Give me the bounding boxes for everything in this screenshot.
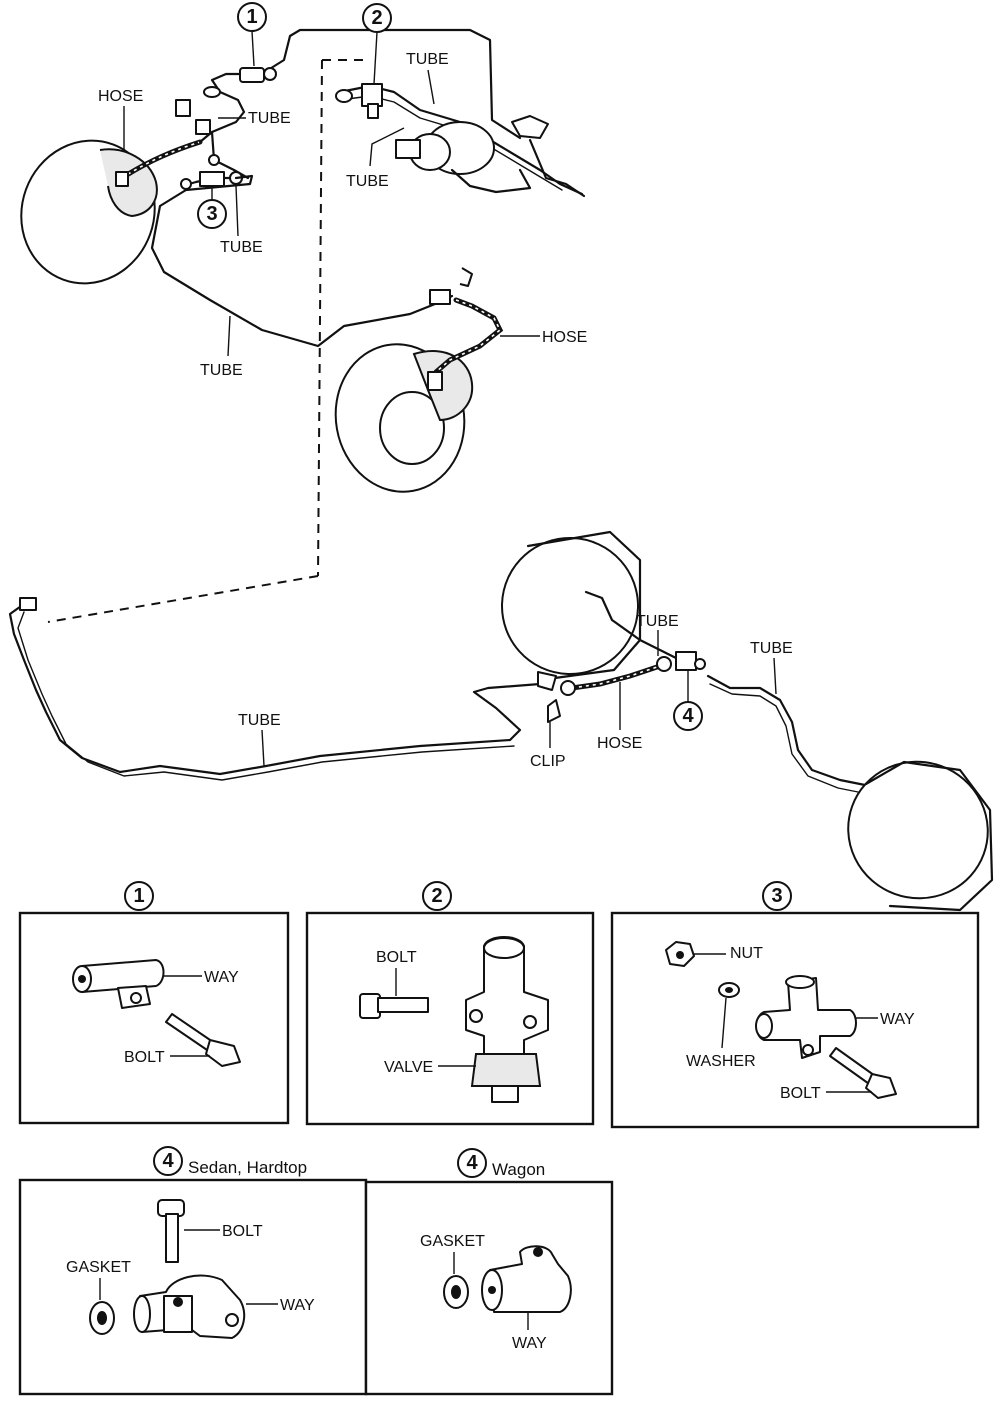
front-left-hose xyxy=(115,139,203,187)
rear-hose xyxy=(560,656,672,696)
way-part-3 xyxy=(755,975,857,1059)
bolt-part-3 xyxy=(829,1047,897,1099)
bolt-part-2 xyxy=(359,993,429,1019)
p4a-label-gasket: GASKET xyxy=(66,1259,131,1276)
p4b-label-gasket: GASKET xyxy=(420,1233,485,1250)
way-part-4b xyxy=(481,1245,572,1313)
p3-label-bolt: BOLT xyxy=(780,1085,821,1102)
p3-label-nut: NUT xyxy=(730,945,763,962)
diagram-labels: HOSE TUBE TUBE TUBE TUBE HOSE TUBE TUBE … xyxy=(98,51,793,770)
p3-label-way: WAY xyxy=(880,1011,915,1028)
p4a-label-bolt: BOLT xyxy=(222,1223,263,1240)
svg-text:2: 2 xyxy=(431,885,442,907)
svg-text:3: 3 xyxy=(206,203,217,225)
way-part-4a xyxy=(133,1274,246,1339)
label-tube-way-3: TUBE xyxy=(220,239,263,256)
p1-label-bolt: BOLT xyxy=(124,1049,165,1066)
way-part-1 xyxy=(72,959,165,1009)
tube-rear-left-drum xyxy=(584,590,682,662)
svg-text:4: 4 xyxy=(466,1152,478,1174)
label-tube-rear-long: TUBE xyxy=(238,712,281,729)
label-hose-front-right: HOSE xyxy=(542,329,587,346)
p2-label-valve: VALVE xyxy=(384,1059,433,1076)
callout-3: 3 xyxy=(197,186,227,229)
svg-text:3: 3 xyxy=(771,885,782,907)
detail-panel-4-sedan-hardtop: 4 Sedan, Hardtop BOLT GASKET WAY xyxy=(18,1146,368,1396)
label-hose-rear: HOSE xyxy=(597,735,642,752)
gasket-part-4a xyxy=(89,1301,115,1335)
svg-text:1: 1 xyxy=(133,885,144,907)
callout-4: 4 xyxy=(673,670,703,731)
washer-part xyxy=(718,982,740,998)
label-tube-rear-left: TUBE xyxy=(636,613,679,630)
p4b-title: Wagon xyxy=(492,1160,545,1179)
callout-2: 2 xyxy=(362,3,392,85)
front-left-disc-brake xyxy=(20,139,158,285)
label-tube-upper-left: TUBE xyxy=(248,110,291,127)
p4a-title: Sedan, Hardtop xyxy=(188,1158,307,1177)
svg-text:1: 1 xyxy=(246,6,257,28)
label-tube-front-right: TUBE xyxy=(200,362,243,379)
valve-part xyxy=(465,936,549,1103)
bolt-part-1 xyxy=(165,1013,241,1067)
bolt-part-4a xyxy=(157,1199,185,1263)
tube-to-front-right xyxy=(150,174,454,348)
label-hose-front-left: HOSE xyxy=(98,88,143,105)
callout-1: 1 xyxy=(237,2,267,67)
rear-tube-end-fitting xyxy=(19,597,37,611)
gasket-part-4b xyxy=(443,1275,469,1309)
front-right-hose xyxy=(427,267,504,391)
label-clip: CLIP xyxy=(530,753,566,770)
p4a-label-way: WAY xyxy=(280,1297,315,1314)
detail-panel-1: 1 WAY BOLT xyxy=(18,881,290,1125)
label-tube-under-master: TUBE xyxy=(346,173,389,190)
tube-rear-long xyxy=(8,602,542,776)
detail-panel-3: 3 NUT WASHER WAY BOLT xyxy=(610,881,980,1129)
dashed-reference-lines xyxy=(47,59,366,623)
clip xyxy=(537,671,561,723)
fittings-upper-left xyxy=(175,67,277,166)
master-cylinder-assembly xyxy=(335,83,586,198)
p2-label-bolt: BOLT xyxy=(376,949,417,966)
svg-text:4: 4 xyxy=(162,1150,174,1172)
tube-rear-long-inner xyxy=(17,611,515,781)
p4b-label-way: WAY xyxy=(512,1335,547,1352)
nut-part xyxy=(665,941,695,967)
way-4-fitting xyxy=(675,651,706,671)
detail-panel-4-wagon: 4 Wagon GASKET WAY xyxy=(364,1148,614,1396)
detail-panel-2: 2 BOLT VALVE xyxy=(305,881,595,1126)
svg-text:2: 2 xyxy=(371,7,382,29)
p3-label-washer: WASHER xyxy=(686,1053,756,1070)
p1-label-way: WAY xyxy=(204,969,239,986)
svg-text:4: 4 xyxy=(682,705,694,727)
label-tube-master: TUBE xyxy=(406,51,449,68)
rear-left-drum-brake xyxy=(501,530,642,682)
rear-right-drum-brake xyxy=(847,760,994,912)
label-tube-rear-right: TUBE xyxy=(750,640,793,657)
